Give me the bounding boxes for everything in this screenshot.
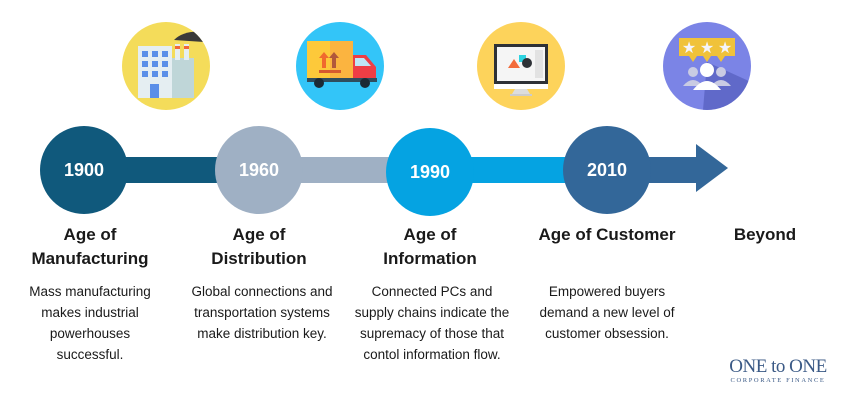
- svg-text:★: ★: [718, 40, 732, 57]
- title-line: Information: [383, 249, 477, 268]
- computer-monitor-icon: [477, 22, 565, 110]
- year-circle-2010: 2010: [563, 126, 651, 214]
- year-label: 2010: [586, 159, 628, 180]
- svg-text:★: ★: [700, 40, 714, 57]
- one-to-one-logo: ONE to ONE Corporate Finance: [728, 356, 828, 385]
- year-label: 1990: [409, 161, 451, 182]
- timeline-arrowhead: [696, 144, 728, 192]
- era-description-distribution: Global connections and transportation sy…: [191, 284, 333, 341]
- title-line: Beyond: [733, 225, 797, 244]
- delivery-truck-icon: [296, 22, 384, 110]
- year-label: 1900: [63, 159, 105, 180]
- year-circle-1960: 1960: [215, 126, 303, 214]
- era-title-customer: Age of Customer: [522, 223, 692, 247]
- customer-rating-icon: ★★★: [663, 22, 751, 110]
- title-line: Distribution: [211, 249, 307, 268]
- era-description-customer: Empowered buyers demand a new level of c…: [539, 284, 675, 341]
- factory-icon: [122, 22, 210, 110]
- title-line: Manufacturing: [31, 249, 149, 268]
- year-label: 1960: [238, 159, 280, 180]
- era-title-manufacturing: Age of Manufacturing: [5, 223, 175, 271]
- era-title-beyond: Beyond: [680, 223, 850, 247]
- title-line: Age of: [403, 225, 457, 244]
- era-description-manufacturing: Mass manufacturing makes industrial powe…: [29, 284, 151, 362]
- logo-main-text: ONE to ONE: [729, 356, 827, 377]
- era-title-information: Age of Information: [345, 223, 515, 271]
- title-line: Age of Customer: [538, 225, 676, 244]
- title-line: Age of: [232, 225, 286, 244]
- svg-text:★: ★: [682, 40, 696, 57]
- title-line: Age of: [63, 225, 117, 244]
- era-title-distribution: Age of Distribution: [174, 223, 344, 271]
- year-circle-1900: 1900: [40, 126, 128, 214]
- era-description-information: Connected PCs and supply chains indicate…: [354, 284, 510, 362]
- logo-sub-text: Corporate Finance: [730, 377, 826, 384]
- year-circle-1990: 1990: [386, 128, 474, 216]
